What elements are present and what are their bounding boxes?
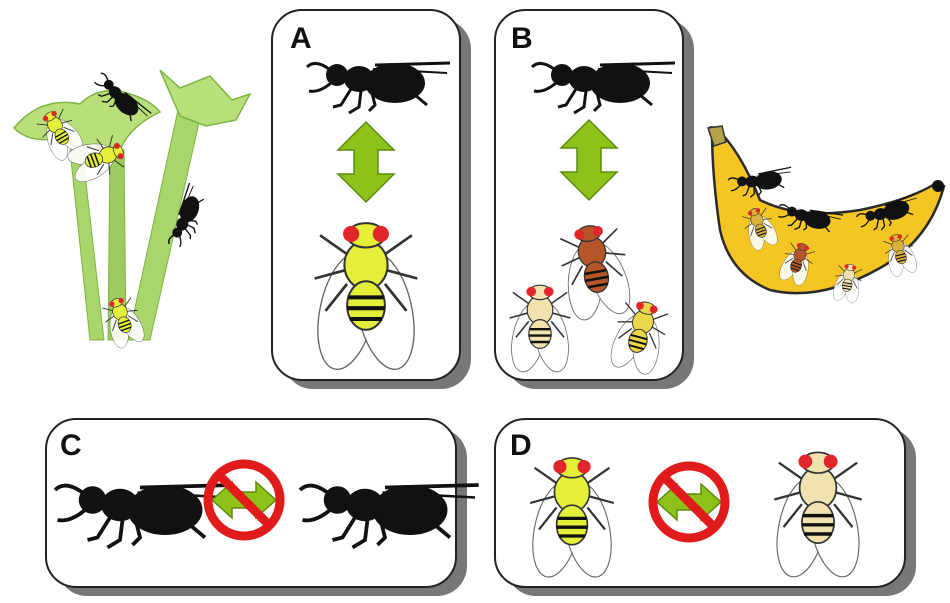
banana-illustration xyxy=(708,126,944,306)
panel-b-label: B xyxy=(511,22,533,55)
panel-a: A xyxy=(272,10,471,389)
panel-d-label: D xyxy=(510,429,532,462)
panel-d: D xyxy=(495,419,916,596)
panel-b: B xyxy=(495,10,694,389)
panel-c-label: C xyxy=(60,429,82,462)
plant-illustration xyxy=(14,70,250,353)
panel-a-label: A xyxy=(290,22,312,55)
panel-c: C xyxy=(46,419,479,596)
